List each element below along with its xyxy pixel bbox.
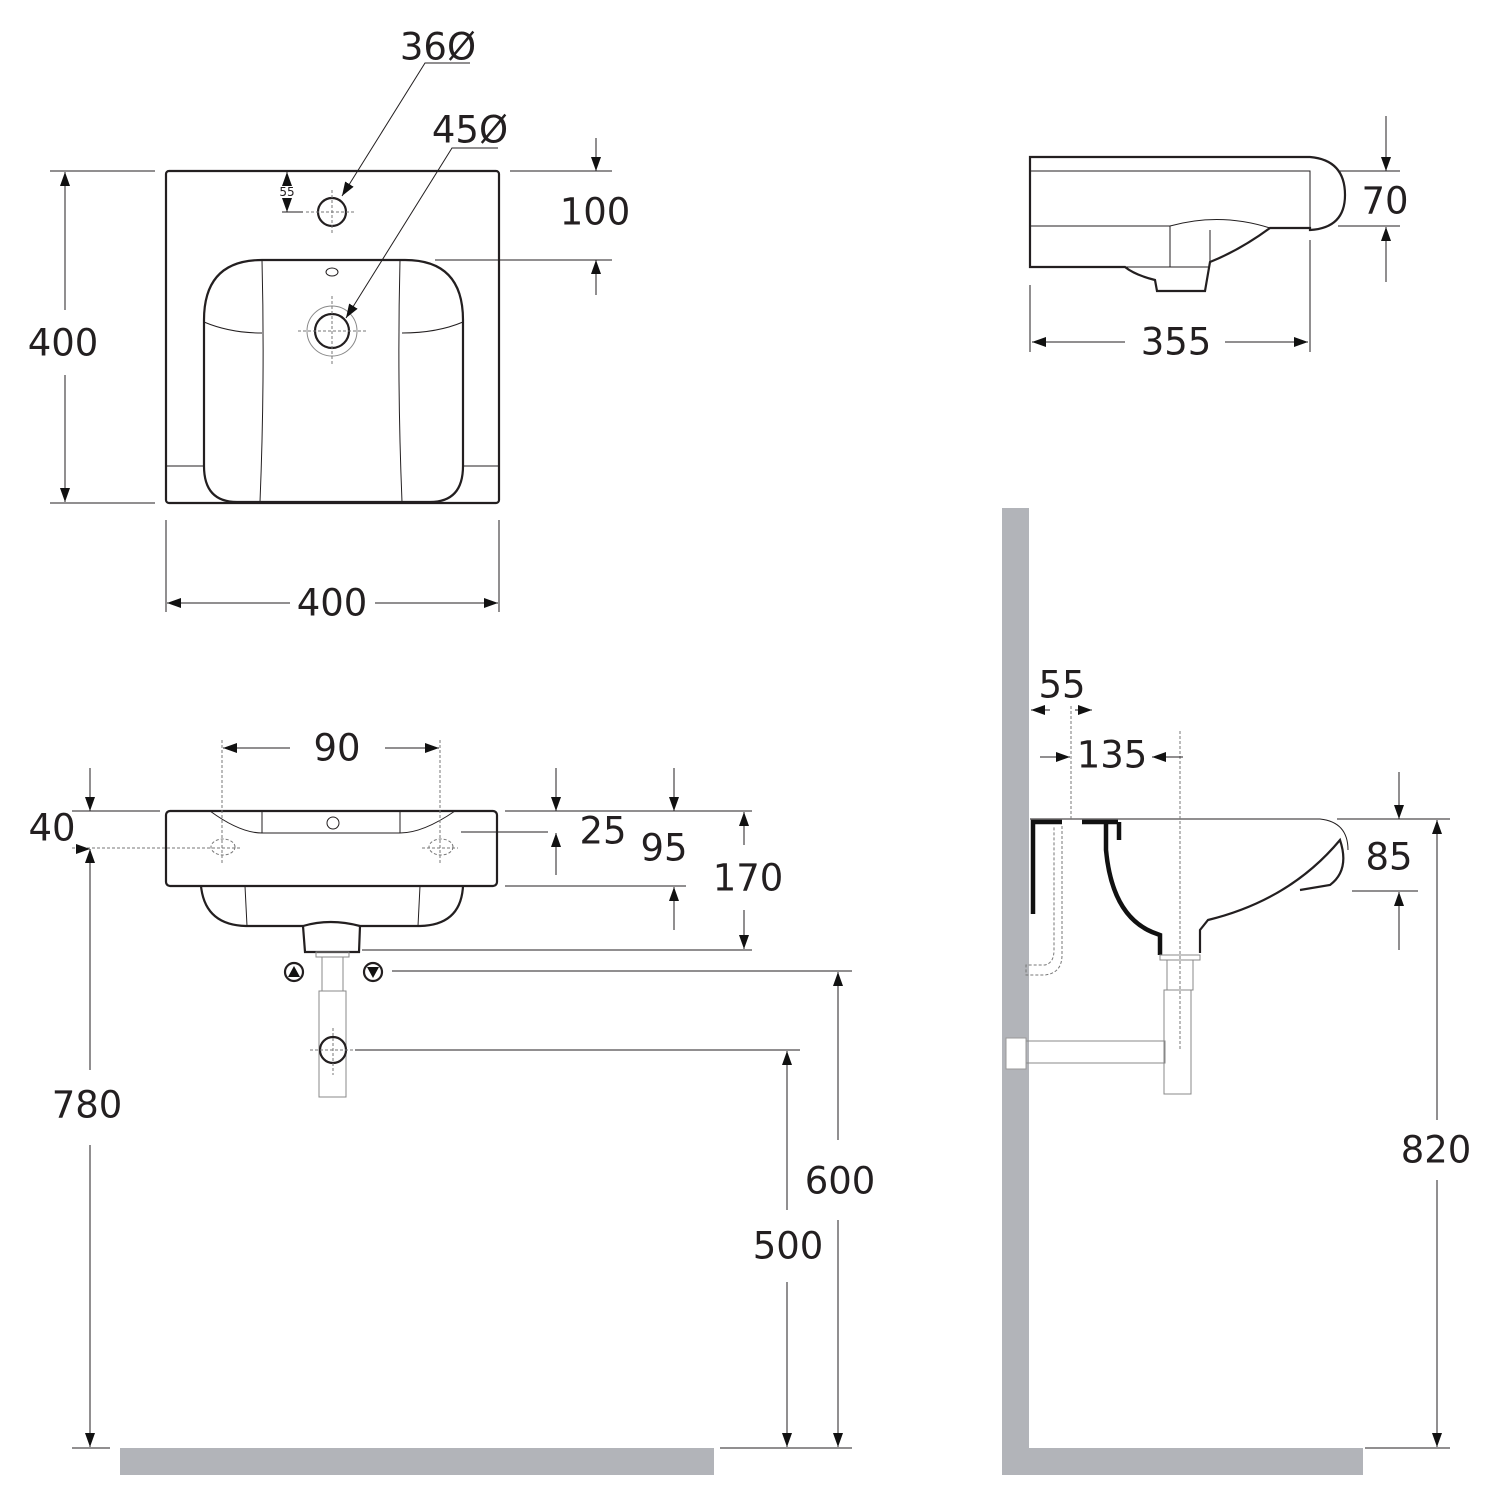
drain-diameter-label: 45Ø xyxy=(432,109,508,152)
rim-height-floor-label: 820 xyxy=(1401,1129,1472,1172)
total-height-label: 170 xyxy=(713,857,784,900)
front-rim xyxy=(164,809,499,888)
arrow-up-icon xyxy=(283,961,305,983)
floor-right xyxy=(1002,1448,1363,1475)
hole-spacing-label: 90 xyxy=(313,727,360,770)
hole-height-label: 40 xyxy=(28,807,75,850)
projection-label: 355 xyxy=(1141,321,1212,364)
bowl-outline xyxy=(202,258,465,504)
waste-height-lower-label: 500 xyxy=(753,1225,824,1268)
wall xyxy=(1002,508,1029,1475)
rim-height-label: 95 xyxy=(640,827,687,870)
rim-depth-label: 85 xyxy=(1365,836,1412,879)
waste-height-upper-label: 600 xyxy=(805,1160,876,1203)
front-bowl xyxy=(199,885,465,928)
tap-hole-offset-label: 55 xyxy=(279,185,294,199)
side-view: 70 355 xyxy=(1028,116,1409,364)
overflow-depth-label: 25 xyxy=(579,810,626,853)
top-view: 36Ø 45Ø 55 100 400 400 xyxy=(28,26,631,625)
width-label: 400 xyxy=(297,582,368,625)
mounting-height-label: 780 xyxy=(52,1084,123,1127)
arrow-down-icon xyxy=(362,961,384,983)
floor xyxy=(120,1448,714,1475)
basin-side-outline xyxy=(1028,155,1347,293)
side-height-label: 70 xyxy=(1361,180,1408,223)
installed-side-view: 55 135 85 820 xyxy=(1002,508,1471,1475)
depth-label: 400 xyxy=(28,322,99,365)
wall-offset-label: 55 xyxy=(1038,664,1085,707)
drain-offset-label: 135 xyxy=(1077,734,1148,777)
rim-to-basin-label: 100 xyxy=(560,191,631,234)
tap-hole-diameter-label: 36Ø xyxy=(400,26,476,69)
front-view: 90 40 780 25 95 170 600 500 xyxy=(28,727,876,1475)
overflow-hole xyxy=(325,267,339,277)
